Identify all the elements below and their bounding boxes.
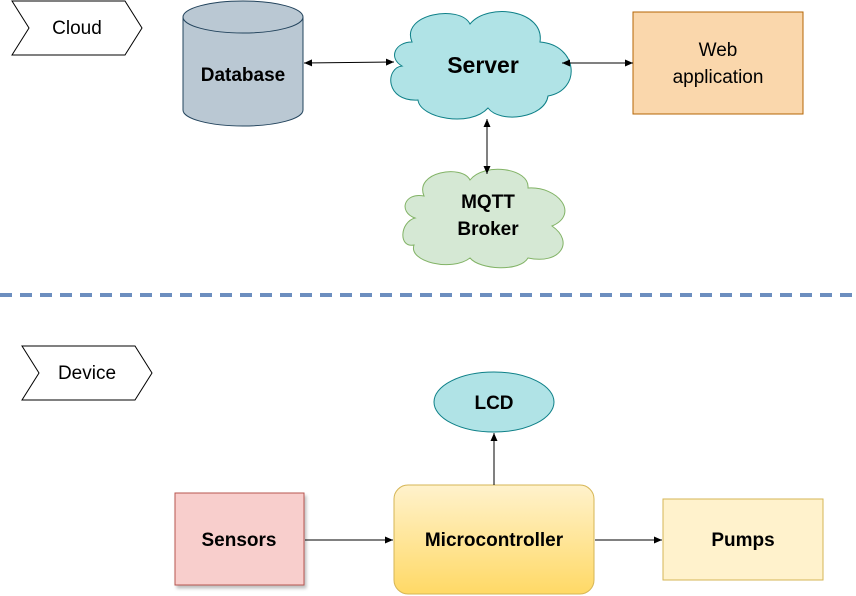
pumps-label: Pumps (711, 530, 774, 551)
microcontroller-label: Microcontroller (425, 530, 564, 551)
lcd-node[interactable]: LCD (433, 371, 555, 433)
mqtt-label-line1: MQTT (461, 192, 515, 213)
database-server-connector (303, 58, 395, 67)
mqtt-label-line2: Broker (457, 219, 519, 240)
web-application-node[interactable]: Web application (632, 11, 804, 115)
web-app-label-line2: application (673, 67, 764, 88)
server-label: Server (447, 52, 519, 78)
database-label: Database (201, 65, 286, 86)
cloud-zone-tag: Cloud (11, 0, 143, 56)
microcontroller-node[interactable]: Microcontroller (393, 484, 595, 595)
sensors-label: Sensors (202, 530, 277, 551)
device-zone-tag: Device (21, 345, 153, 401)
device-zone-label: Device (58, 363, 116, 384)
database-node[interactable]: Database (182, 0, 304, 127)
cloud-zone-label: Cloud (52, 18, 102, 39)
sensors-node[interactable]: Sensors (174, 492, 305, 586)
lcd-label: LCD (474, 393, 513, 414)
web-app-label-line1: Web (699, 40, 738, 61)
pumps-node[interactable]: Pumps (662, 498, 824, 581)
mqtt-broker-node[interactable]: MQTT Broker (402, 168, 566, 269)
server-node[interactable]: Server (390, 11, 572, 120)
